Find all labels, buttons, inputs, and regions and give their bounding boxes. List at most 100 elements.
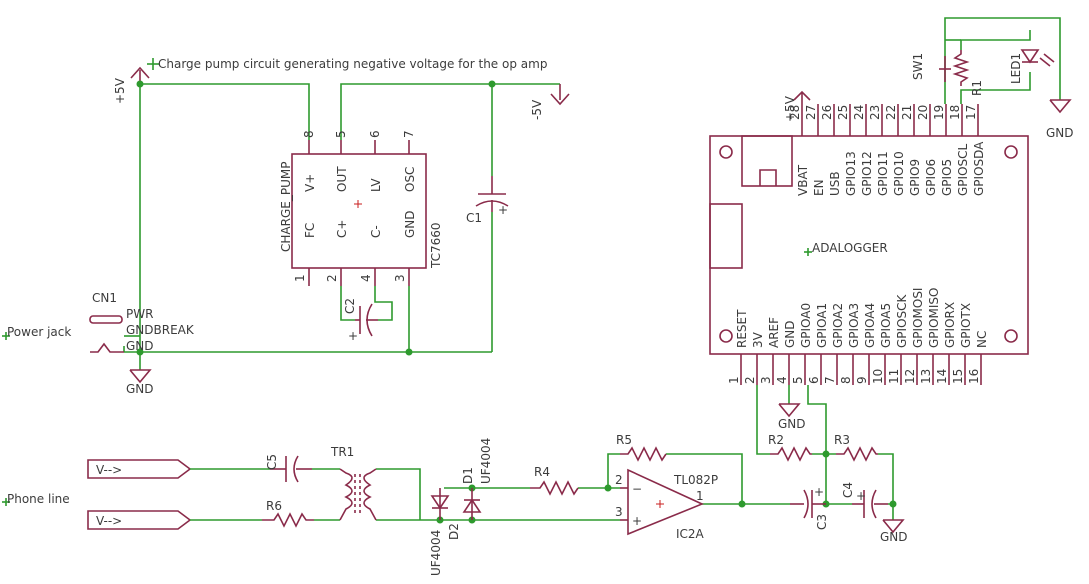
pin-name: GPIOSCK bbox=[895, 293, 909, 348]
svg-text:PWR: PWR bbox=[126, 307, 153, 321]
adalogger-board[interactable]: 28VBAT27EN26USB25GPIO1324GPIO1223GPIO112… bbox=[709, 104, 1029, 385]
switch-sw1[interactable]: SW1 bbox=[911, 53, 951, 82]
gnd-symbol: GND bbox=[1046, 99, 1074, 140]
gnd-symbol: GND bbox=[880, 519, 908, 544]
svg-text:TL082P: TL082P bbox=[673, 473, 718, 487]
power-jack-cn1[interactable]: CN1 PWR GNDBREAK GND bbox=[89, 291, 195, 353]
svg-text:D1: D1 bbox=[461, 467, 475, 484]
gnd-symbol: GND bbox=[778, 403, 806, 431]
junction bbox=[738, 500, 746, 508]
capacitor-c4[interactable]: + C4 bbox=[841, 482, 888, 519]
pin-number: 5 bbox=[334, 130, 348, 138]
note-phone-line: Phone line bbox=[7, 492, 70, 506]
pin-name: GPIO12 bbox=[860, 151, 874, 196]
pin-number: 5 bbox=[791, 376, 805, 384]
pin-name: GPIOMISO bbox=[927, 288, 941, 348]
pin-number: 23 bbox=[868, 105, 882, 120]
capacitor-c5[interactable]: C5 bbox=[265, 454, 312, 483]
pin-number: 24 bbox=[852, 105, 866, 120]
pin-name: OUT bbox=[335, 166, 349, 192]
pin-name: GPIORX bbox=[943, 302, 957, 348]
pin-number: 10 bbox=[871, 369, 885, 384]
pin-name: GPIOA4 bbox=[863, 303, 877, 348]
capacitor-c3[interactable]: + C3 bbox=[790, 485, 829, 530]
svg-text:+: + bbox=[498, 203, 508, 217]
svg-text:R2: R2 bbox=[768, 433, 784, 447]
capacitor-c1[interactable]: + C1 bbox=[466, 176, 509, 225]
svg-text:SW1: SW1 bbox=[911, 53, 925, 80]
pin-number: 2 bbox=[325, 274, 339, 282]
plus5v-vbat-symbol: +5V bbox=[783, 90, 811, 122]
pin-number: 17 bbox=[964, 105, 978, 120]
resistor-r1[interactable]: R1 bbox=[952, 50, 984, 96]
pin-number: 28 bbox=[788, 105, 802, 120]
pin-number: 14 bbox=[935, 369, 949, 384]
svg-text:TR1: TR1 bbox=[330, 445, 354, 459]
pin-number: 19 bbox=[932, 105, 946, 120]
adalogger-name: ADALOGGER bbox=[812, 241, 888, 255]
resistor-r3[interactable]: R3 bbox=[834, 433, 878, 462]
svg-text:LED1: LED1 bbox=[1009, 53, 1023, 84]
transformer-tr1[interactable]: TR1 bbox=[330, 445, 377, 521]
svg-text:GND: GND bbox=[1046, 126, 1074, 140]
pin-number: 2 bbox=[743, 376, 757, 384]
diode-d1[interactable]: D1 UF4004 bbox=[461, 438, 493, 520]
pin-number: 7 bbox=[402, 130, 416, 138]
charge-pump-name: CHARGE_PUMP bbox=[279, 162, 293, 252]
svg-text:+: + bbox=[856, 489, 866, 503]
pin-name: RESET bbox=[735, 309, 749, 348]
svg-text:2: 2 bbox=[615, 473, 623, 487]
pin-name: C- bbox=[369, 225, 383, 238]
line-input-2[interactable]: V--> bbox=[87, 510, 192, 530]
svg-text:UF4004: UF4004 bbox=[429, 530, 443, 576]
pin-name: GPIO9 bbox=[908, 159, 922, 196]
pin-name: LV bbox=[369, 178, 383, 192]
svg-text:R1: R1 bbox=[970, 80, 984, 96]
pin-number: 18 bbox=[948, 105, 962, 120]
pin-name: GND bbox=[403, 210, 417, 238]
svg-text:−: − bbox=[632, 482, 642, 496]
svg-text:+: + bbox=[814, 485, 824, 499]
junction bbox=[604, 484, 612, 492]
svg-text:GND: GND bbox=[880, 530, 908, 544]
pin-number: 3 bbox=[393, 274, 407, 282]
svg-text:GNDBREAK: GNDBREAK bbox=[126, 323, 195, 337]
resistor-r6[interactable]: R6 bbox=[262, 499, 314, 528]
pin-number: 26 bbox=[820, 105, 834, 120]
resistor-r5[interactable]: R5 bbox=[616, 433, 667, 462]
svg-text:+: + bbox=[632, 514, 642, 528]
resistor-r4[interactable]: R4 bbox=[530, 465, 579, 496]
plus5v-supply-symbol: +5V bbox=[113, 66, 150, 104]
pin-name: NC bbox=[975, 331, 989, 348]
svg-text:+5V: +5V bbox=[783, 95, 797, 122]
pin-name: GPIO10 bbox=[892, 151, 906, 196]
capacitor-c2[interactable]: + C2 bbox=[343, 298, 378, 343]
svg-text:GND: GND bbox=[126, 382, 154, 396]
pin-number: 9 bbox=[855, 376, 869, 384]
svg-text:R5: R5 bbox=[616, 433, 632, 447]
pin-name: 3V bbox=[751, 331, 765, 348]
pin-number: 8 bbox=[839, 376, 853, 384]
svg-text:R6: R6 bbox=[266, 499, 282, 513]
pin-number: 27 bbox=[804, 105, 818, 120]
pin-number: 25 bbox=[836, 105, 850, 120]
opamp-ic2a[interactable]: − + 2 3 1 TL082P IC2A bbox=[615, 468, 718, 541]
pin-number: 4 bbox=[775, 376, 789, 384]
pin-name: GND bbox=[783, 320, 797, 348]
charge-pump-wires bbox=[123, 83, 560, 370]
gnd-symbol: GND bbox=[126, 369, 154, 396]
led-led1[interactable]: LED1 bbox=[1009, 49, 1055, 84]
svg-text:-5V: -5V bbox=[530, 99, 544, 120]
pin-number: 21 bbox=[900, 105, 914, 120]
resistor-r2[interactable]: R2 bbox=[768, 433, 812, 462]
line-input-1[interactable]: V--> bbox=[87, 459, 192, 479]
diode-d2[interactable]: D2 UF4004 bbox=[429, 488, 461, 576]
pin-name: GPIOA0 bbox=[799, 303, 813, 348]
pin-number: 1 bbox=[727, 376, 741, 384]
svg-text:C1: C1 bbox=[466, 211, 482, 225]
pin-name: FC bbox=[303, 223, 317, 238]
pin-name: C+ bbox=[335, 220, 349, 238]
pin-number: 12 bbox=[903, 369, 917, 384]
